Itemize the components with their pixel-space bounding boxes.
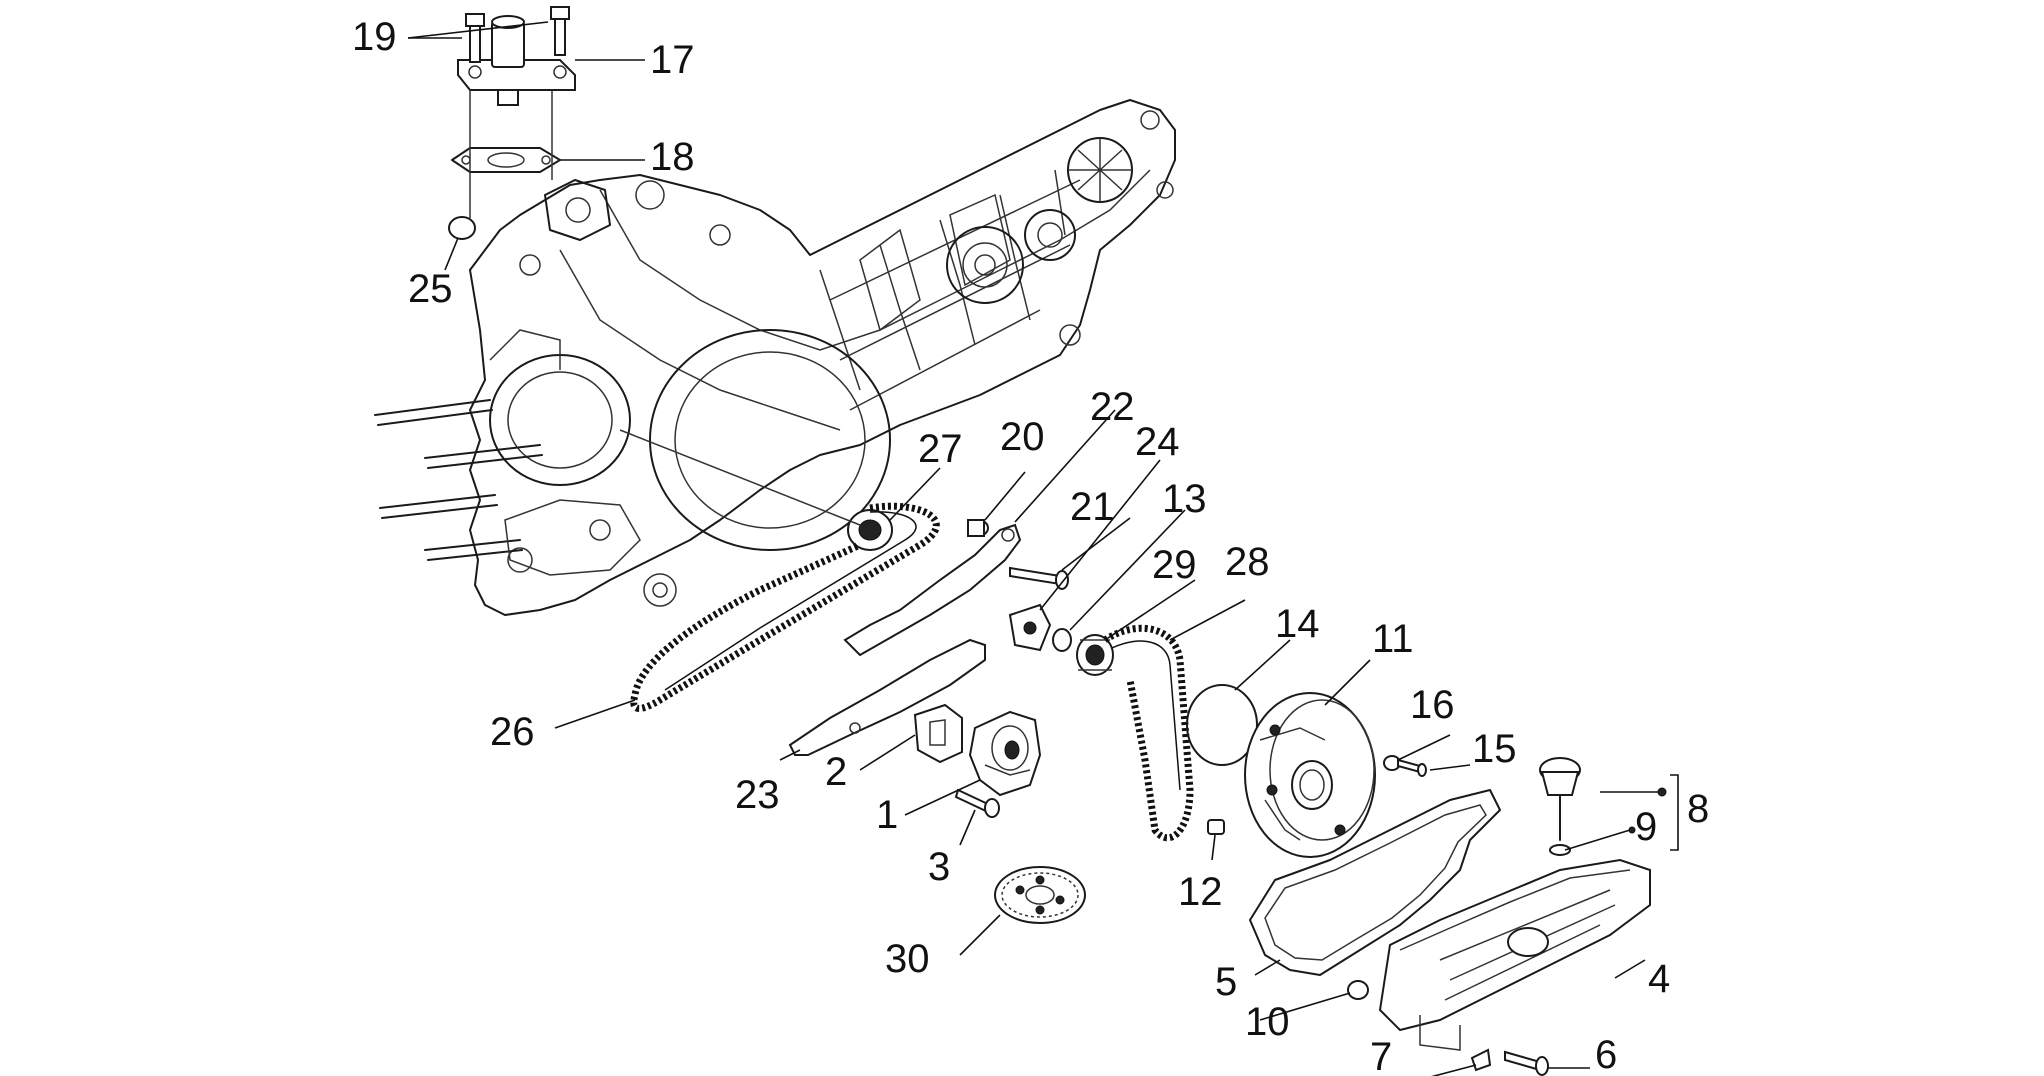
o-ring: [448, 216, 476, 240]
lower-chain-guide: [788, 638, 986, 756]
callout-17: 17: [650, 38, 695, 82]
pump-screw: [954, 788, 1000, 818]
callout-6: 6: [1595, 1033, 1617, 1076]
callout-7: 7: [1370, 1035, 1392, 1076]
oil-pump-cover: [1244, 692, 1376, 858]
sump-bracket: [1470, 1048, 1492, 1072]
callout-1: 1: [876, 793, 898, 837]
callout-25: 25: [408, 267, 453, 311]
upper-chain-guide: [843, 523, 1022, 657]
callout-4: 4: [1648, 957, 1670, 1001]
leader-lines: [407, 21, 1679, 1076]
crankshaft-sprocket: [847, 509, 893, 551]
callout-29: 29: [1152, 543, 1197, 587]
drain-plug: [1347, 980, 1369, 1000]
callout-23: 23: [735, 773, 780, 817]
oil-pump-gear: [994, 866, 1086, 924]
oil-sump: [1378, 858, 1651, 1051]
cover-screw: [1397, 758, 1427, 777]
callout-30: 30: [885, 937, 930, 981]
callout-21: 21: [1070, 485, 1115, 529]
callout-5: 5: [1215, 960, 1237, 1004]
callout-27: 27: [918, 427, 963, 471]
callout-12: 12: [1178, 870, 1223, 914]
callout-3: 3: [928, 845, 950, 889]
callout-24: 24: [1135, 420, 1180, 464]
pump-drive-sprocket: [1076, 634, 1114, 676]
oil-pump-chain: [1103, 624, 1194, 842]
callout-15: 15: [1472, 727, 1517, 771]
callout-18: 18: [650, 135, 695, 179]
oil-dipstick: [1539, 757, 1581, 856]
callout-20: 20: [1000, 415, 1045, 459]
sump-screw: [1504, 1050, 1549, 1076]
tensioner-gasket: [451, 147, 561, 173]
spring-shim: [1052, 628, 1072, 652]
callout-13: 13: [1162, 477, 1207, 521]
callout-28: 28: [1225, 540, 1270, 584]
crankcase-housing: [374, 99, 1176, 616]
callout-19: 19: [352, 15, 397, 59]
pump-cover-plate: [913, 703, 963, 764]
oil-pump: [968, 710, 1042, 797]
chain-tensioner-assembly: [457, 6, 576, 106]
main-timing-chain: [630, 502, 940, 712]
callout-9: 9: [1635, 805, 1657, 849]
callout-22: 22: [1090, 385, 1135, 429]
cover-cap: [1207, 819, 1225, 835]
callout-labels: 19 17 18 25 27 20 22 24 21 13 29 28 14 1…: [352, 15, 1709, 1076]
callout-14: 14: [1275, 602, 1320, 646]
callout-2: 2: [825, 750, 847, 794]
pump-sprocket-washer: [1008, 603, 1052, 652]
sump-gasket: [1249, 789, 1501, 976]
guide-bushing: [967, 519, 989, 537]
callout-26: 26: [490, 710, 535, 754]
callout-8: 8: [1687, 787, 1709, 831]
callout-10: 10: [1245, 1000, 1290, 1044]
callout-11: 11: [1372, 617, 1414, 661]
callout-16: 16: [1410, 683, 1455, 727]
cover-o-ring: [1186, 684, 1258, 766]
guide-bolt: [1009, 566, 1069, 590]
